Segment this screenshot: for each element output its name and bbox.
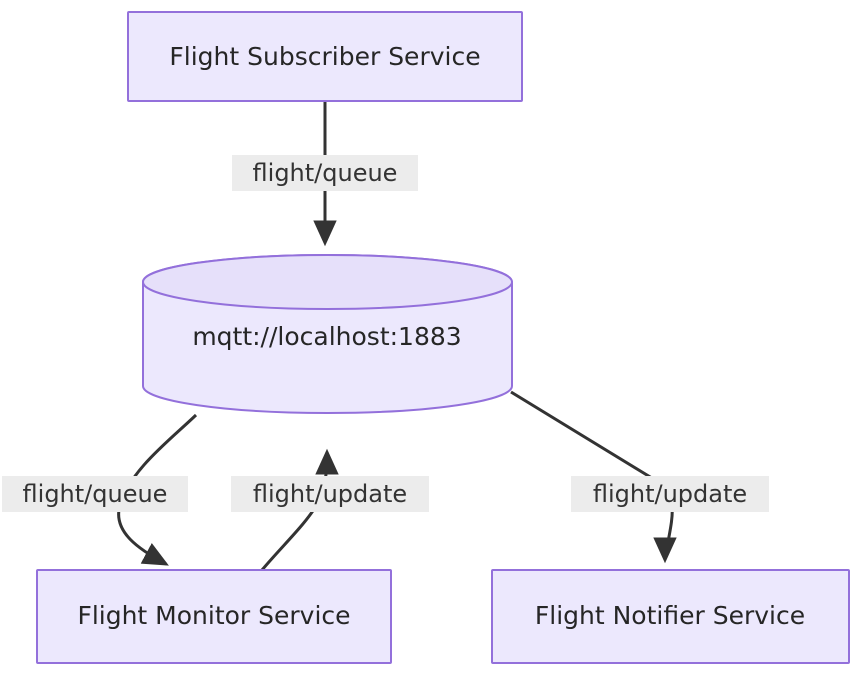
edge-label-flight-update-monitor: flight/update — [231, 476, 429, 512]
edge-label-bg-3 — [231, 476, 429, 512]
node-mqtt-broker[interactable]: mqtt://localhost:1883 — [142, 254, 513, 414]
node-flight-subscriber-service[interactable]: Flight Subscriber Service — [127, 11, 523, 102]
edge-label-flight-queue-bottom: flight/queue — [2, 476, 188, 512]
node-monitor-label: Flight Monitor Service — [77, 601, 350, 630]
node-broker-label: mqtt://localhost:1883 — [192, 322, 461, 351]
node-flight-notifier-service[interactable]: Flight Notifier Service — [491, 569, 850, 664]
node-subscriber-label: Flight Subscriber Service — [169, 42, 480, 71]
node-notifier-label: Flight Notifier Service — [535, 601, 805, 630]
cylinder-top-cap — [142, 254, 513, 310]
node-flight-monitor-service[interactable]: Flight Monitor Service — [36, 569, 392, 664]
edge-label-text-1: flight/queue — [253, 159, 398, 187]
edge-label-flight-queue-top: flight/queue — [232, 155, 418, 191]
edge-label-bg-4 — [571, 476, 769, 512]
edge-label-bg-2 — [2, 476, 188, 512]
edge-label-text-3: flight/update — [253, 480, 407, 508]
edge-label-flight-update-notifier: flight/update — [571, 476, 769, 512]
edge-label-text-2: flight/queue — [23, 480, 168, 508]
node-subscriber-box[interactable] — [127, 11, 523, 102]
edge-label-bg-1 — [232, 155, 418, 191]
node-notifier-box[interactable] — [491, 569, 850, 664]
node-monitor-box[interactable] — [36, 569, 392, 664]
edge-label-text-4: flight/update — [593, 480, 747, 508]
